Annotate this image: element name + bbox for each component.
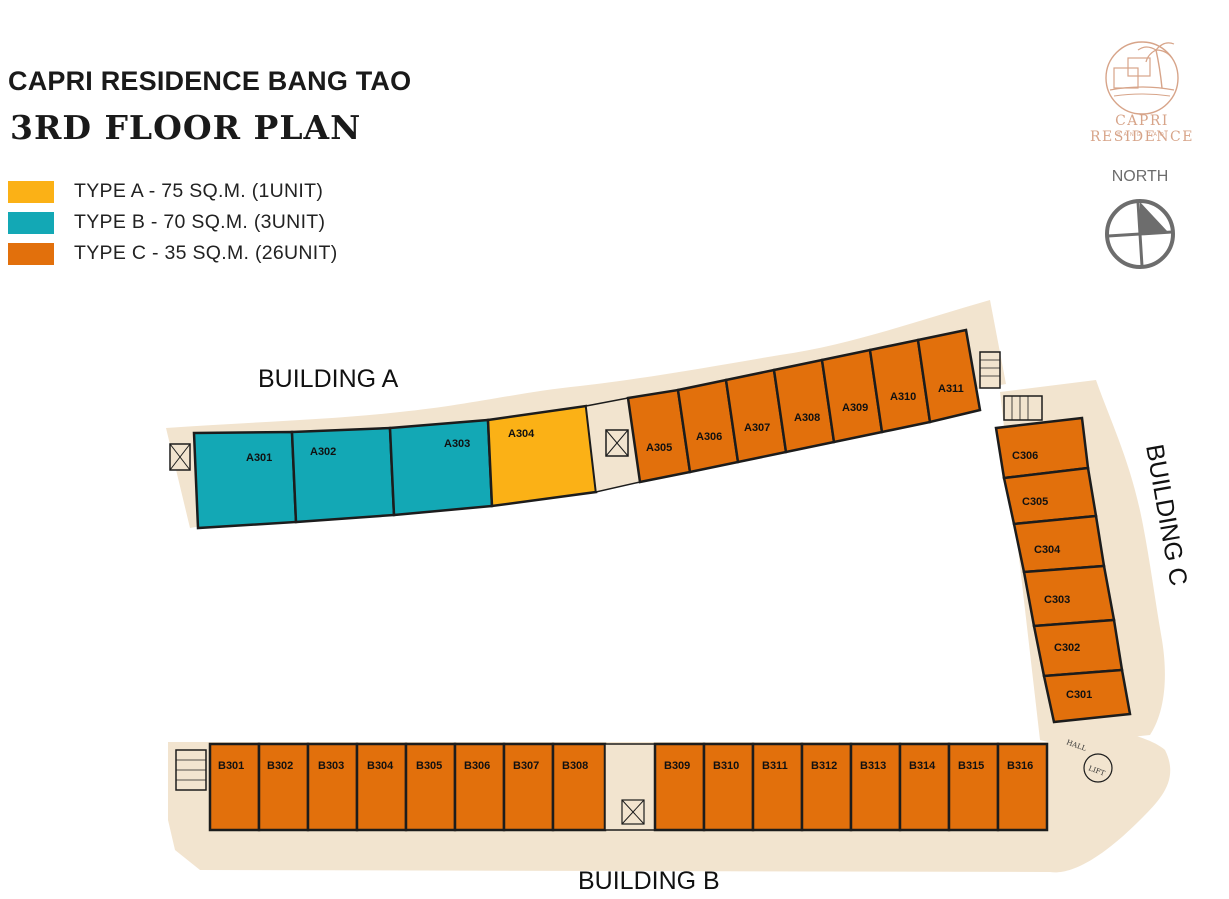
unit-a304[interactable]	[486, 404, 598, 508]
legend-label-type-b: TYPE B - 70 SQ.M. (3UNIT)	[74, 211, 326, 233]
legend-item-type-a: TYPE A - 75 SQ.M. (1UNIT)	[8, 176, 338, 207]
legend-label-type-c: TYPE C - 35 SQ.M. (26UNIT)	[74, 242, 338, 264]
unit-label-b315: B315	[958, 760, 984, 772]
unit-label-a307: A307	[744, 422, 770, 434]
unit-label-a311: A311	[938, 383, 964, 395]
unit-label-c306: C306	[1012, 450, 1038, 462]
unit-a303[interactable]	[388, 418, 494, 517]
unit-c301[interactable]	[1042, 668, 1132, 724]
unit-b315[interactable]	[947, 742, 1000, 832]
capri-residence-logo-icon	[1105, 41, 1179, 115]
logo-sub-text: BANG TAO	[1117, 132, 1167, 138]
unit-label-c302: C302	[1054, 642, 1080, 654]
unit-label-a306: A306	[696, 431, 722, 443]
unit-b313[interactable]	[849, 742, 902, 832]
unit-label-b302: B302	[267, 760, 293, 772]
unit-label-c305: C305	[1022, 496, 1048, 508]
unit-label-c301: C301	[1066, 689, 1092, 701]
unit-b304[interactable]	[355, 742, 408, 832]
unit-b307[interactable]	[502, 742, 555, 832]
unit-label-b309: B309	[664, 760, 690, 772]
unit-label-b316: B316	[1007, 760, 1033, 772]
unit-label-a309: A309	[842, 402, 868, 414]
legend-item-type-c: TYPE C - 35 SQ.M. (26UNIT)	[8, 238, 338, 269]
unit-label-a310: A310	[890, 391, 916, 403]
unit-label-b313: B313	[860, 760, 886, 772]
unit-b316[interactable]	[996, 742, 1049, 832]
unit-type-legend: TYPE A - 75 SQ.M. (1UNIT) TYPE B - 70 SQ…	[8, 176, 338, 269]
unit-c305[interactable]	[1002, 466, 1098, 526]
unit-label-c304: C304	[1034, 544, 1061, 556]
unit-b308[interactable]	[551, 742, 607, 832]
unit-label-b310: B310	[713, 760, 739, 772]
unit-b314[interactable]	[898, 742, 951, 832]
building-a	[169, 328, 1001, 530]
building-b	[175, 742, 1113, 832]
building-a-label: BUILDING A	[258, 365, 399, 393]
north-label: NORTH	[1111, 168, 1169, 185]
unit-label-b307: B307	[513, 760, 539, 772]
unit-label-b303: B303	[318, 760, 344, 772]
page-title: CAPRI RESIDENCE BANG TAO	[8, 66, 412, 96]
unit-label-b305: B305	[416, 760, 442, 772]
unit-label-b301: B301	[218, 760, 244, 772]
unit-b305[interactable]	[404, 742, 457, 832]
unit-label-b304: B304	[367, 760, 394, 772]
legend-swatch-type-c	[8, 242, 54, 265]
unit-label-b306: B306	[464, 760, 490, 772]
unit-b306[interactable]	[453, 742, 506, 832]
unit-a302[interactable]	[290, 426, 396, 524]
unit-b309[interactable]	[653, 742, 706, 832]
unit-b312[interactable]	[800, 742, 853, 832]
unit-a311[interactable]	[916, 328, 982, 424]
unit-label-a308: A308	[794, 412, 820, 424]
unit-label-a301: A301	[246, 452, 272, 464]
legend-item-type-b: TYPE B - 70 SQ.M. (3UNIT)	[8, 207, 338, 238]
floor-plan-subtitle: 3RD FLOOR PLAN	[10, 108, 362, 147]
legend-swatch-type-a	[8, 180, 54, 203]
unit-label-b311: B311	[762, 760, 788, 772]
logo-brand-text: CAPRI RESIDENCE	[1089, 113, 1194, 145]
unit-label-a305: A305	[646, 442, 672, 454]
unit-label-c303: C303	[1044, 594, 1070, 606]
unit-b311[interactable]	[751, 742, 804, 832]
legend-label-type-a: TYPE A - 75 SQ.M. (1UNIT)	[74, 180, 324, 202]
unit-label-b312: B312	[811, 760, 837, 772]
unit-label-a303: A303	[444, 438, 470, 450]
unit-b303[interactable]	[306, 742, 359, 832]
unit-label-b314: B314	[909, 760, 936, 772]
unit-b310[interactable]	[702, 742, 755, 832]
unit-a301[interactable]	[192, 430, 298, 530]
north-compass-icon	[1105, 199, 1175, 269]
building-c	[994, 395, 1132, 724]
stair-a-end-icon	[979, 351, 1001, 389]
stair-c-icon	[1003, 395, 1043, 421]
unit-label-a304: A304	[508, 428, 535, 440]
unit-label-b308: B308	[562, 760, 588, 772]
unit-b302[interactable]	[257, 742, 310, 832]
legend-swatch-type-b	[8, 211, 54, 234]
lift-circle-icon	[1083, 753, 1113, 783]
building-b-label: BUILDING B	[578, 867, 720, 895]
unit-b301[interactable]	[208, 742, 261, 832]
unit-label-a302: A302	[310, 446, 336, 458]
